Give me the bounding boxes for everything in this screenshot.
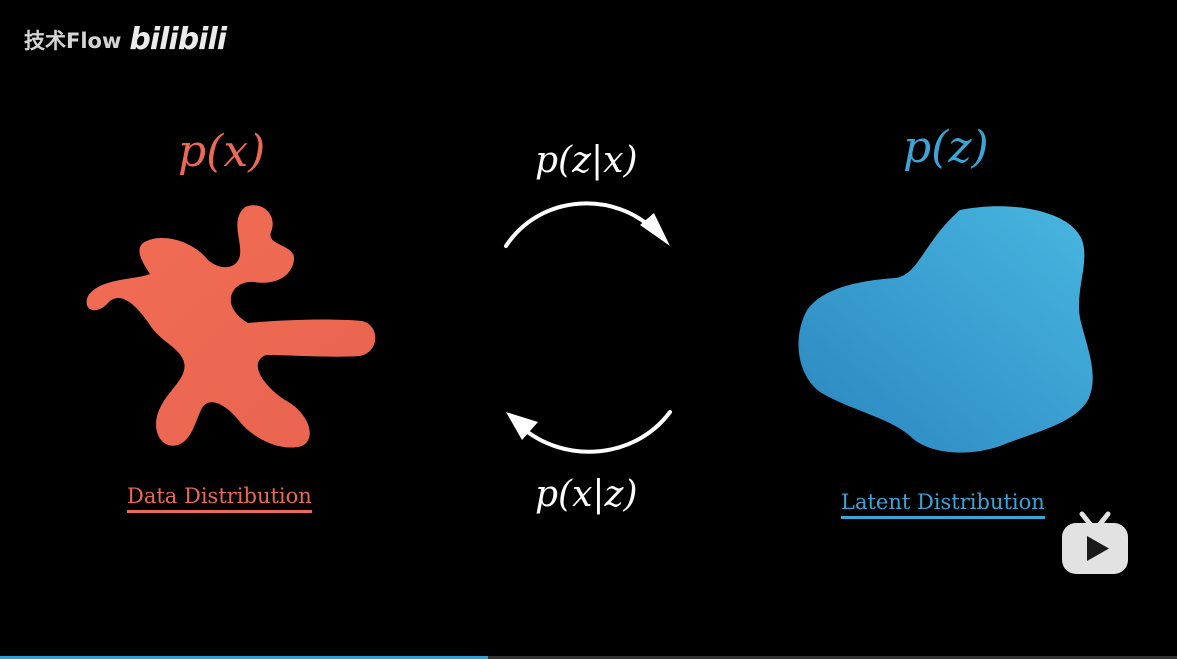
channel-name: 技术Flow xyxy=(24,28,122,53)
latent-distribution-label: Latent Distribution xyxy=(841,490,1045,519)
encoder-arrowhead xyxy=(640,213,670,246)
playback-progress-bar[interactable] xyxy=(0,656,1177,659)
latent-distribution-blob xyxy=(798,206,1093,453)
latent-formula: p(z) xyxy=(903,122,989,173)
decoder-formula: p(x|z) xyxy=(535,474,638,515)
bilibili-logo: bilibili xyxy=(129,22,227,57)
encoder-arrow-curve xyxy=(504,201,658,248)
channel-watermark: 技术Flow bilibili xyxy=(24,22,227,57)
data-distribution-label: Data Distribution xyxy=(127,484,312,513)
data-formula: p(x) xyxy=(178,126,266,177)
decoder-arrow-curve xyxy=(518,410,672,454)
data-distribution-blob xyxy=(86,205,376,448)
playback-progress-fill xyxy=(0,656,489,659)
decoder-arrowhead xyxy=(506,412,538,440)
tv-play-icon[interactable] xyxy=(1060,510,1130,576)
encoder-formula: p(z|x) xyxy=(535,140,638,181)
